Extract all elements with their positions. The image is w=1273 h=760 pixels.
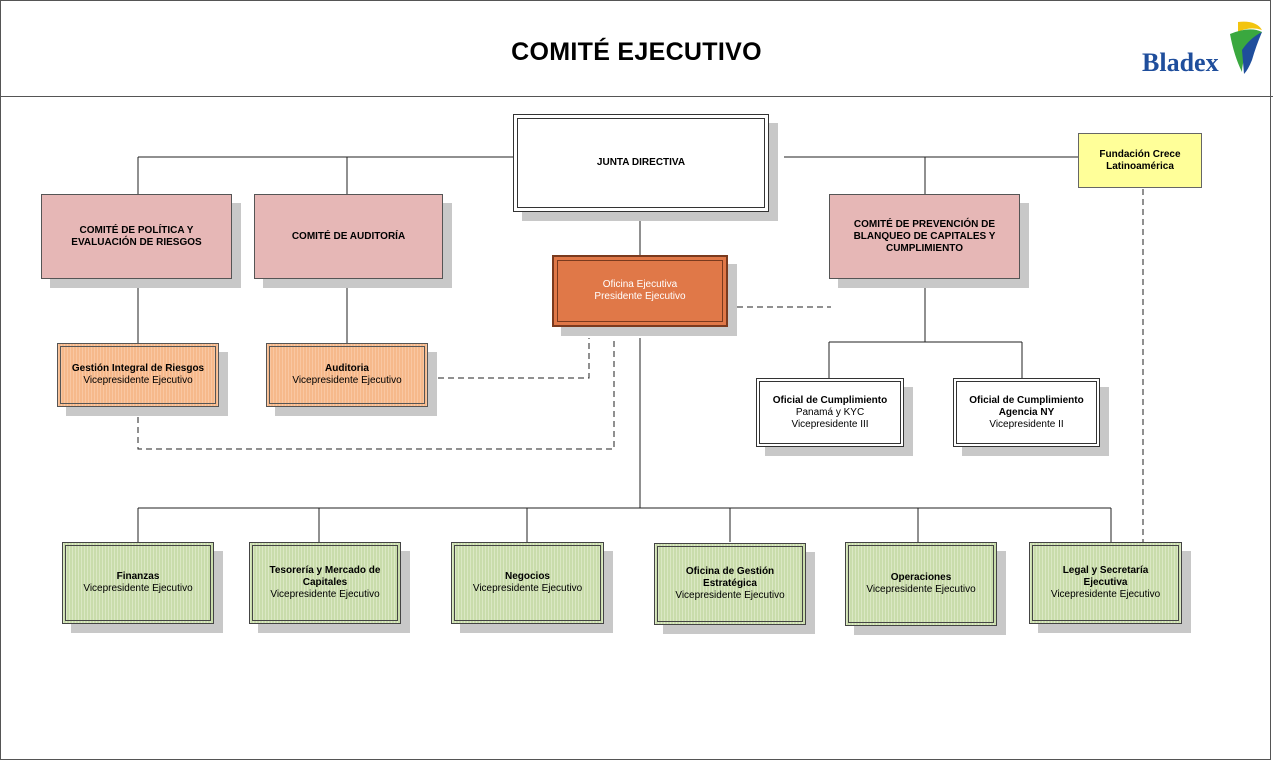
- fundacion-line2: Latinoamérica: [1106, 160, 1174, 172]
- gestion-estrategica-line3: Vicepresidente Ejecutivo: [675, 590, 785, 601]
- negocios-line1: Negocios: [504, 571, 550, 582]
- oficial-panama-box: Oficial de Cumplimiento Panamá y KYC Vic…: [756, 378, 904, 447]
- oficial-ny-line2: Agencia NY: [998, 406, 1055, 418]
- legal-line3: Vicepresidente Ejecutivo: [1050, 589, 1161, 600]
- gestion-riesgos-box: Gestión Integral de Riesgos Vicepresiden…: [57, 343, 219, 407]
- legal-line2: Ejecutiva: [1083, 577, 1128, 588]
- finanzas-line2: Vicepresidente Ejecutivo: [83, 583, 193, 594]
- comite-prevencion-line1: COMITÉ DE PREVENCIÓN DE: [853, 218, 996, 230]
- comite-politica-box: COMITÉ DE POLÍTICA Y EVALUACIÓN DE RIESG…: [41, 194, 232, 279]
- fundacion-line1: Fundación Crece: [1099, 148, 1181, 160]
- gestion-riesgos-line1: Gestión Integral de Riesgos: [71, 363, 205, 374]
- oficial-ny-line3: Vicepresidente II: [989, 418, 1064, 430]
- junta-directiva-box: JUNTA DIRECTIVA: [513, 114, 769, 212]
- negocios-box: Negocios Vicepresidente Ejecutivo: [451, 542, 604, 624]
- oficial-panama-line1: Oficial de Cumplimiento: [772, 394, 888, 406]
- oficina-ejecutiva-box: Oficina Ejecutiva Presidente Ejecutivo: [552, 255, 728, 327]
- gestion-estrategica-box: Oficina de Gestión Estratégica Vicepresi…: [654, 543, 806, 625]
- junta-label: JUNTA DIRECTIVA: [596, 157, 686, 168]
- comite-prevencion-line2: BLANQUEO DE CAPITALES Y: [853, 230, 996, 242]
- comite-prevencion-box: COMITÉ DE PREVENCIÓN DE BLANQUEO DE CAPI…: [829, 194, 1020, 279]
- negocios-line2: Vicepresidente Ejecutivo: [472, 583, 583, 594]
- oficina-ejecutiva-line2: Presidente Ejecutivo: [594, 291, 686, 302]
- tesoreria-line3: Vicepresidente Ejecutivo: [270, 589, 380, 600]
- auditoria-line2: Vicepresidente Ejecutivo: [292, 375, 402, 386]
- legal-line1: Legal y Secretaría: [1062, 565, 1149, 576]
- operaciones-line2: Vicepresidente Ejecutivo: [866, 584, 976, 595]
- comite-politica-line1: COMITÉ DE POLÍTICA Y: [79, 224, 194, 236]
- oficial-panama-line3: Vicepresidente III: [791, 418, 869, 430]
- tesoreria-box: Tesorería y Mercado de Capitales Vicepre…: [249, 542, 401, 624]
- gestion-riesgos-line2: Vicepresidente Ejecutivo: [83, 375, 193, 386]
- gestion-estrategica-line1: Oficina de Gestión: [685, 566, 775, 577]
- tesoreria-line1: Tesorería y Mercado de: [269, 565, 381, 576]
- bladex-logo: Bladex: [1138, 20, 1263, 80]
- operaciones-box: Operaciones Vicepresidente Ejecutivo: [845, 542, 997, 626]
- comite-politica-line2: EVALUACIÓN DE RIESGOS: [71, 236, 202, 248]
- auditoria-box: Auditoria Vicepresidente Ejecutivo: [266, 343, 428, 407]
- comite-prevencion-line3: CUMPLIMIENTO: [885, 242, 964, 254]
- logo-text: Bladex: [1142, 48, 1219, 77]
- header-divider: [0, 96, 1273, 97]
- comite-auditoria-box: COMITÉ DE AUDITORÍA: [254, 194, 443, 279]
- page-title: COMITÉ EJECUTIVO: [511, 38, 762, 66]
- oficial-ny-line1: Oficial de Cumplimiento: [969, 394, 1084, 406]
- bladex-swoosh-icon: [1230, 21, 1262, 74]
- legal-box: Legal y Secretaría Ejecutiva Vicepreside…: [1029, 542, 1182, 624]
- tesoreria-line2: Capitales: [302, 577, 348, 588]
- comite-auditoria-line1: COMITÉ DE AUDITORÍA: [291, 230, 406, 242]
- oficina-ejecutiva-line1: Oficina Ejecutiva: [602, 279, 678, 290]
- gestion-estrategica-line2: Estratégica: [703, 578, 757, 589]
- fundacion-box: Fundación Crece Latinoamérica: [1078, 133, 1202, 188]
- oficial-ny-box: Oficial de Cumplimiento Agencia NY Vicep…: [953, 378, 1100, 447]
- auditoria-line1: Auditoria: [325, 363, 369, 374]
- finanzas-line1: Finanzas: [116, 571, 160, 582]
- operaciones-line1: Operaciones: [890, 572, 952, 583]
- oficial-panama-line2: Panamá y KYC: [795, 406, 865, 418]
- finanzas-box: Finanzas Vicepresidente Ejecutivo: [62, 542, 214, 624]
